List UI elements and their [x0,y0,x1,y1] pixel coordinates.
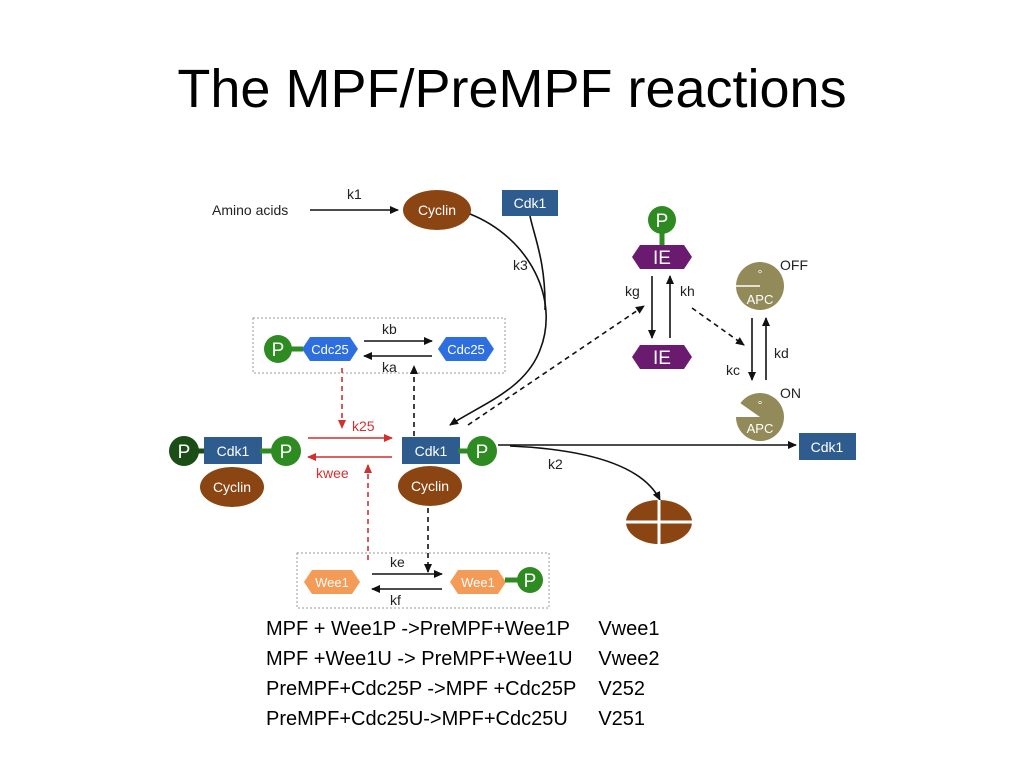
reaction-rate: Vwee2 [598,647,660,670]
cdk1-product-label: Cdk1 [811,439,844,455]
wee1-unphosphorylated-label: Wee1 [315,575,349,590]
apc-on-mark: ° [758,398,763,412]
mpf-cyclin [398,466,462,506]
reaction-rate: V251 [598,707,646,730]
reaction-equation: MPF +Wee1U -> PreMPF+Wee1U [266,647,573,670]
cdc25-unphosphorylated [438,337,494,361]
kc-label: kc [726,362,740,378]
wee1-phosphorylated-label: Wee1 [461,575,495,590]
ie-to-apc-arrow [691,307,745,346]
reaction-rate: Vwee1 [598,617,660,640]
mpf-phospho [467,436,497,466]
kh-label: kh [680,283,695,299]
apc-off-state: OFF [780,257,808,273]
wee1-unphosphorylated [304,570,360,594]
cdk1-free [502,190,558,216]
apc-on [735,393,784,442]
cdc25-phospho [264,335,292,363]
reaction-equation: PreMPF+Cdc25U->MPF+Cdc25U [266,707,568,730]
kb-label: kb [382,321,397,337]
cdc25-phospho-label: P [272,340,285,361]
ie-phosphorylated-label: IE [653,248,671,269]
k3-curve-cdk1 [529,215,546,311]
apc-on-label: APC [747,421,774,436]
prempf-cyclin [200,467,264,507]
apc-off-label: APC [747,292,774,307]
reaction-rate: V252 [598,677,646,700]
cyclin-free [403,190,471,230]
reaction-equation: PreMPF+Cdc25P ->MPF +Cdc25P [266,677,577,700]
reaction-row: PreMPF+Cdc25P ->MPF +Cdc25P V252 [266,674,659,704]
k3-label: k3 [513,257,528,273]
ie-phosphorylated [632,245,692,269]
k3-curve-cyclin [449,213,547,426]
wee1-box [296,552,550,609]
prempf-cyclin-label: Cyclin [213,479,251,495]
prempf-phospho-inhibitory-label: P [178,442,191,463]
wee1-phospho-label: P [524,571,537,592]
reaction-row: MPF +Wee1U -> PreMPF+Wee1U Vwee2 [266,644,659,674]
prempf-phospho-activating-label: P [280,442,293,463]
cdc25-unphosphorylated-label: Cdc25 [447,342,485,357]
ie-phospho [648,206,676,234]
cdc25-phosphorylated [302,337,358,361]
wee1-phospho [517,567,543,593]
mpf-cdk1-label: Cdk1 [415,443,448,459]
cdc25-phosphorylated-label: Cdc25 [311,342,349,357]
reaction-list: MPF + Wee1P ->PreMPF+Wee1P Vwee1 MPF +We… [266,614,659,734]
ie-phospho-label: P [656,211,669,232]
ie-unphosphorylated [632,345,692,369]
cdk1-free-label: Cdk1 [514,195,547,211]
prempf-phospho-activating [271,436,301,466]
amino-acids-label: Amino acids [212,202,288,218]
ka-label: ka [382,359,397,375]
mpf-cyclin-label: Cyclin [411,478,449,494]
k1-label: k1 [347,186,362,202]
kf-label: kf [390,592,401,608]
ie-unphosphorylated-label: IE [653,348,671,369]
mpf-phospho-label: P [476,442,489,463]
reaction-row: MPF + Wee1P ->PreMPF+Wee1P Vwee1 [266,614,659,644]
k2-label: k2 [548,456,563,472]
mpf-to-ie-arrow [467,305,645,426]
apc-on-state: ON [780,385,801,401]
kg-label: kg [625,283,640,299]
cyclin-free-label: Cyclin [418,202,456,218]
reaction-row: PreMPF+Cdc25U->MPF+Cdc25U V251 [266,704,659,734]
reaction-equation: MPF + Wee1P ->PreMPF+Wee1P [266,617,571,640]
prempf-cdk1-label: Cdk1 [217,443,250,459]
cdk1-product [799,433,856,460]
k25-label: k25 [352,418,375,434]
prempf-cdk1 [204,437,262,464]
apc-off-mark: ° [758,267,763,281]
prempf-phospho-inhibitory [169,436,199,466]
cdc25-box [252,317,506,374]
ke-label: ke [390,554,405,570]
wee1-phosphorylated [450,570,506,594]
mpf-cdk1 [402,437,460,464]
degraded-cyclin [626,500,692,544]
k2-arrow-to-degradation [509,445,661,501]
kwee-label: kwee [316,465,349,481]
slide-title: The MPF/PreMPF reactions [177,59,847,119]
kd-label: kd [774,345,789,361]
